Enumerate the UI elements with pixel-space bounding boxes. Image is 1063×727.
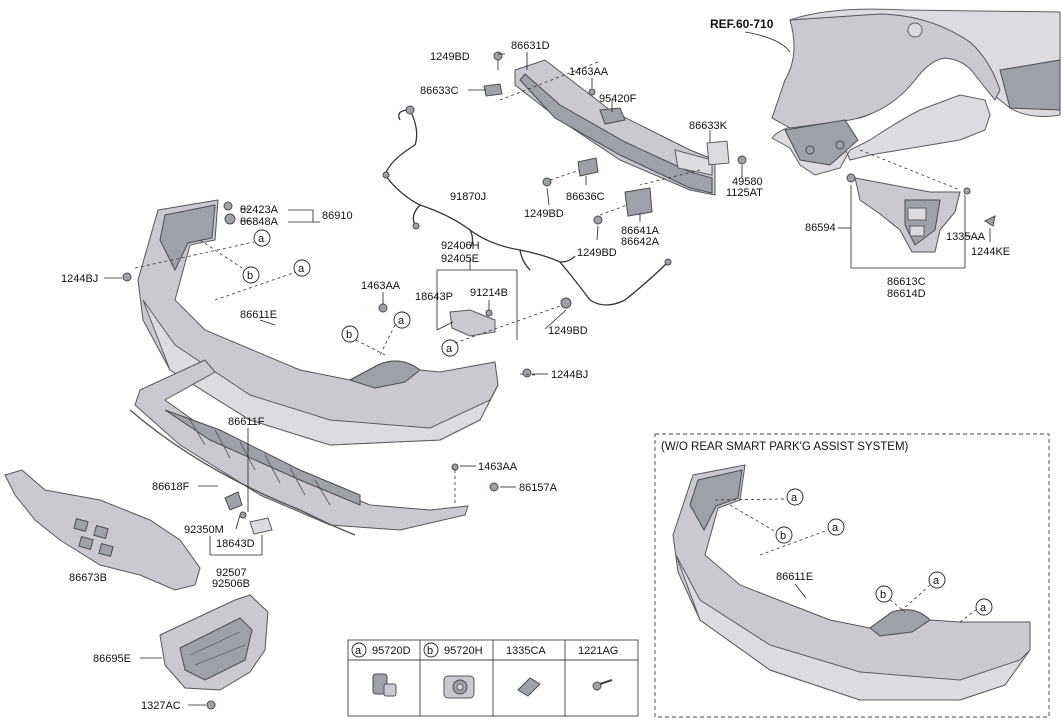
svg-text:b: b: [780, 530, 786, 542]
callouts-main: a b a b a a: [242, 229, 459, 357]
label-1249bd-top: 1249BD: [430, 51, 470, 63]
legend-code-1335ca: 1335CA: [506, 645, 546, 657]
inset-bumper-cover: [672, 464, 1031, 701]
label-86641a: 86641A: [621, 225, 660, 237]
clip-1335ca-icon: [517, 677, 541, 697]
ref-label: REF.60-710: [710, 17, 774, 31]
sensor-92350m: [224, 491, 273, 535]
label-86157a: 86157A: [519, 482, 558, 494]
screw-1221ag-icon: [592, 679, 613, 691]
label-92507: 92507: [216, 567, 247, 579]
label-1463aa-top: 1463AA: [569, 66, 609, 78]
label-82423a: 82423A: [240, 204, 279, 216]
label-86611e: 86611E: [240, 309, 277, 321]
svg-text:a: a: [298, 263, 305, 275]
label-86695e: 86695E: [93, 653, 131, 665]
label-49580: 49580: [732, 176, 763, 188]
label-1249bd-r: 1249BD: [577, 247, 617, 259]
label-86633k: 86633K: [689, 120, 728, 132]
back-beam-86631d: [514, 59, 716, 196]
label-91870j: 91870J: [450, 191, 486, 203]
quarter-panel-reference: [771, 8, 1061, 176]
label-92406h: 92406H: [441, 240, 480, 252]
legend-cell-b: b 95720H: [423, 642, 483, 658]
svg-text:a: a: [355, 645, 362, 657]
label-18643d: 18643D: [216, 538, 255, 550]
label-1244bj-left: 1244BJ: [61, 273, 98, 285]
part-labels: 1249BD 86631D 86633C 1463AA 95420F 86633…: [61, 40, 1010, 712]
under-cover-86695e: [159, 594, 269, 691]
dashed-leaders: [134, 61, 961, 505]
inset-panel: (W/O REAR SMART PARK'G ASSIST SYSTEM) a …: [654, 433, 1050, 718]
label-1249bd-mid: 1249BD: [524, 208, 564, 220]
legend-table: a 95720D b 95720H 1335CA 1221AG: [347, 639, 639, 717]
label-1244bj-right: 1244BJ: [551, 369, 588, 381]
svg-text:b: b: [880, 589, 886, 601]
label-1125at: 1125AT: [726, 187, 763, 199]
sensor-bracket-18643p: [449, 309, 496, 337]
wiring-harness-91870j: [382, 105, 672, 306]
label-91214b: 91214B: [470, 287, 508, 299]
label-1335aa: 1335AA: [946, 231, 986, 243]
sensor-95720h-icon: [443, 675, 475, 699]
label-95420f: 95420F: [599, 93, 637, 105]
label-86848a: 86848A: [240, 216, 279, 228]
label-86642a: 86642A: [621, 236, 660, 248]
svg-text:a: a: [446, 343, 453, 355]
bracket-86613c: [846, 173, 996, 253]
label-86614d: 86614D: [887, 288, 926, 300]
label-1249bd-low: 1249BD: [548, 325, 588, 337]
label-86594: 86594: [805, 222, 836, 234]
garnish-86673b: [4, 469, 201, 591]
label-86611e-inset: 86611E: [776, 571, 813, 583]
bumper-cover-86611e: [137, 199, 499, 446]
svg-text:a: a: [791, 492, 798, 504]
label-86611f: 86611F: [228, 416, 265, 428]
svg-text:b: b: [427, 645, 433, 657]
label-18643p: 18643P: [415, 291, 453, 303]
small-fasteners: [122, 51, 747, 710]
label-92405e: 92405E: [441, 253, 479, 265]
label-92350m: 92350M: [184, 524, 224, 536]
label-86636c: 86636C: [566, 191, 605, 203]
svg-text:a: a: [933, 575, 940, 587]
svg-text:a: a: [258, 233, 265, 245]
sensor-95720d-icon: [372, 673, 397, 697]
svg-text:b: b: [346, 329, 352, 341]
svg-text:a: a: [832, 522, 839, 534]
legend-code-1221ag: 1221AG: [578, 645, 618, 657]
solid-leaders: [104, 52, 991, 706]
inset-title: (W/O REAR SMART PARK'G ASSIST SYSTEM): [661, 441, 909, 453]
label-92506b: 92506B: [212, 578, 250, 590]
svg-text:b: b: [247, 270, 253, 282]
label-86673b: 86673B: [69, 572, 107, 584]
label-86613c: 86613C: [887, 276, 926, 288]
label-86633c: 86633C: [420, 85, 459, 97]
label-86910: 86910: [322, 210, 353, 222]
label-1463aa-low: 1463AA: [478, 461, 518, 473]
label-86631d: 86631D: [511, 40, 550, 52]
label-1244ke: 1244KE: [971, 246, 1010, 258]
legend-cell-a: a 95720D: [351, 642, 411, 658]
svg-text:95720D: 95720D: [372, 645, 411, 657]
svg-text:95720H: 95720H: [444, 645, 483, 657]
svg-text:a: a: [398, 315, 405, 327]
label-86618f: 86618F: [152, 481, 190, 493]
label-1463aa-mid: 1463AA: [361, 280, 401, 292]
label-1327ac: 1327AC: [141, 700, 181, 712]
svg-text:a: a: [980, 602, 987, 614]
lower-diffuser-86611f: [134, 359, 469, 531]
